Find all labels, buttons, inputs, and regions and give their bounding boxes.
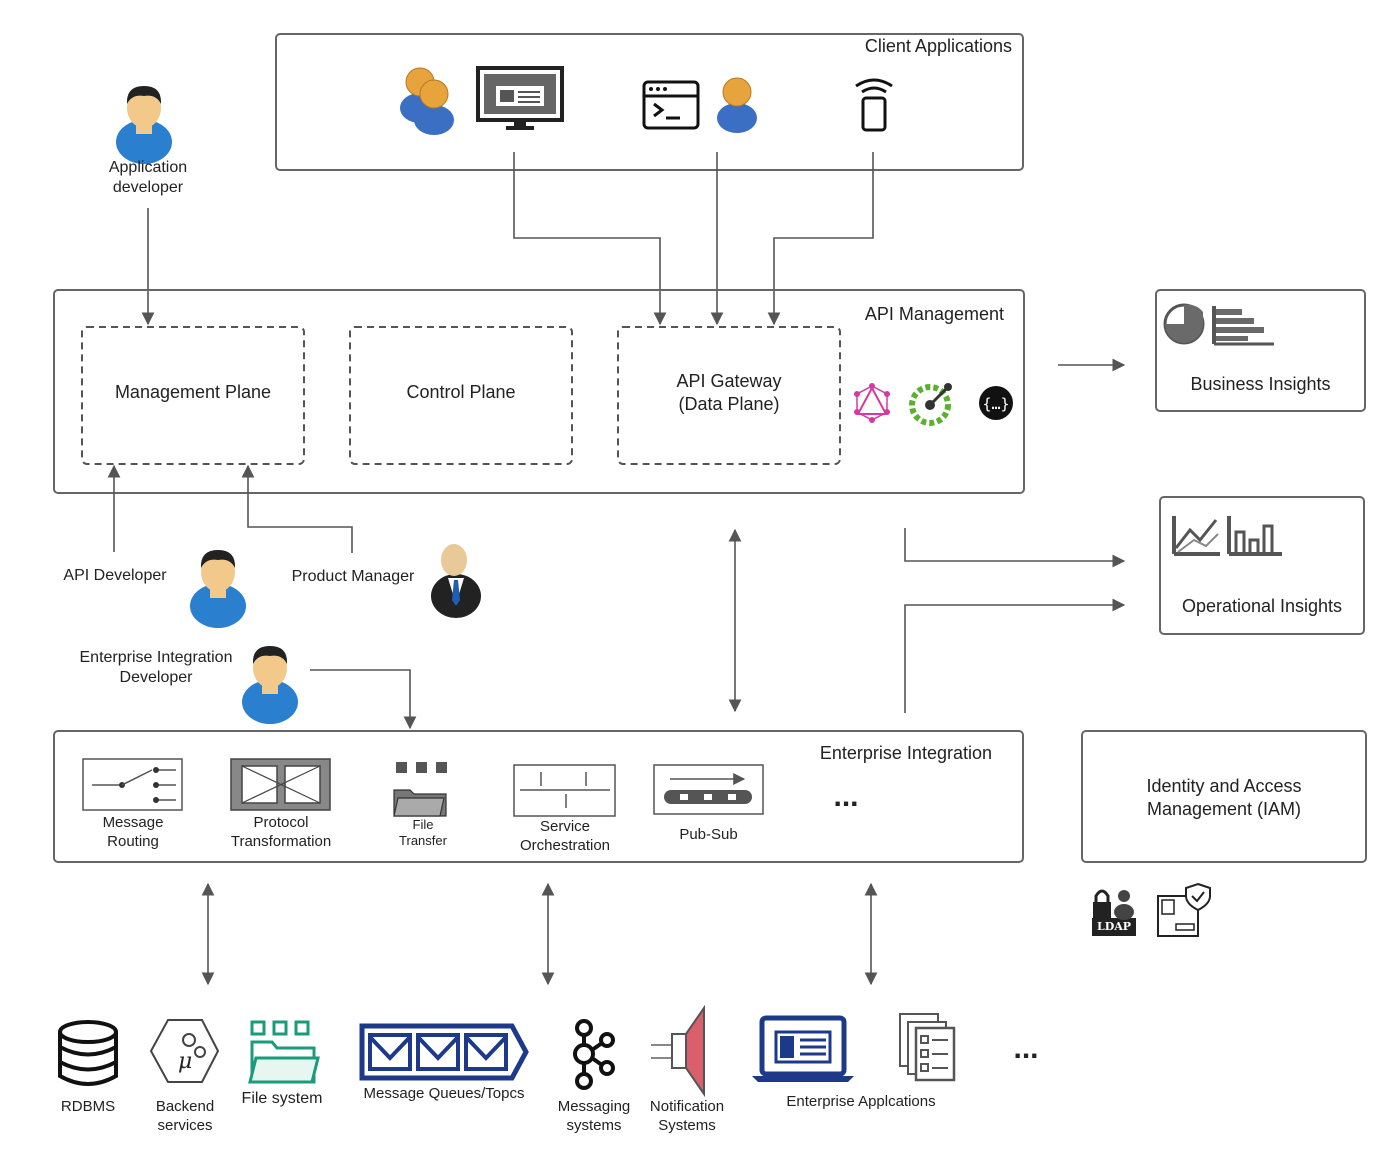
ldap-badge-text: LDAP: [1096, 920, 1132, 933]
operational-insights-label: Operational Insights: [1181, 596, 1343, 616]
api-gateway-box: [617, 326, 841, 465]
ei-to-operational-insights-arrow: [904, 598, 1126, 713]
rdbms-label: RDBMS: [60, 1098, 116, 1115]
notification-systems-line2: Systems: [658, 1116, 716, 1134]
api-developer-label: API Developer: [63, 567, 167, 584]
notification-systems-label: Notification Systems: [638, 1098, 736, 1136]
message-routing-line1: Message: [102, 814, 164, 831]
iam-line2: Management (IAM): [1146, 798, 1302, 819]
file-transfer-line1: File: [412, 817, 434, 832]
protocol-transformation-icon: [230, 758, 331, 811]
iam-label: Identity and Access Management (IAM): [1082, 775, 1366, 820]
client-applications-box: [275, 33, 1024, 171]
product-manager-arrow: [241, 464, 353, 553]
protocol-transformation-label: Protocol Transformation: [216, 814, 346, 852]
message-routing-icon: [82, 758, 183, 811]
client-to-gateway-connectors: [513, 152, 874, 326]
enterprise-app-documents-icon: [899, 1013, 956, 1082]
file-system-folder-icon: [248, 1020, 320, 1084]
enterprise-integration-title: Enterprise Integration: [819, 743, 992, 763]
control-plane-box: [349, 326, 573, 465]
column-chart-icon: [1227, 516, 1282, 556]
json-api-icon: {…}: [979, 386, 1013, 420]
client-applications-title: Client Applications: [864, 36, 1012, 56]
api-gateway-line2: (Data Plane): [678, 393, 780, 414]
api-management-title: API Management: [864, 304, 1004, 324]
enterprise-integration-box: [53, 730, 1024, 863]
database-icon: [58, 1020, 118, 1086]
backends-more-ellipsis: ...: [1013, 1032, 1039, 1065]
api-to-operational-insights-arrow: [904, 528, 1126, 568]
api-developer-icon: [190, 550, 246, 628]
operational-insights-box: [1159, 496, 1365, 635]
service-orchestration-line2: Orchestration: [519, 836, 611, 854]
api-management-box: [53, 289, 1025, 494]
management-plane-box: [81, 326, 305, 465]
file-transfer-icon: [393, 762, 447, 817]
ldap-icon: [1092, 889, 1136, 936]
product-manager-label: Product Manager: [291, 568, 415, 585]
message-queues-label: Message Queues/Topcs: [363, 1085, 525, 1102]
enterprise-app-laptop-icon: [752, 1015, 854, 1082]
file-system-label: File system: [241, 1090, 323, 1107]
iam-line1: Identity and Access: [1146, 776, 1302, 796]
graphql-icon: [854, 383, 890, 423]
secure-server-shield-icon: [1157, 882, 1211, 937]
application-developer-icon: [116, 86, 172, 164]
kafka-messaging-icon: [573, 1019, 615, 1090]
pie-chart-icon: [1163, 303, 1205, 345]
line-chart-icon: [1172, 516, 1220, 556]
file-transfer-label: File Transfer: [382, 817, 464, 850]
message-queue-icon: [359, 1023, 529, 1081]
grpc-icon: [909, 383, 952, 426]
business-insights-box: [1155, 289, 1366, 412]
svg-text:{…}: {…}: [982, 395, 1009, 413]
terminal-cli-icon: [642, 80, 700, 130]
backend-services-label: Backend services: [134, 1098, 236, 1136]
messaging-systems-line1: Messaging: [557, 1098, 631, 1115]
file-transfer-line2: Transfer: [399, 833, 447, 849]
application-developer-label: Application developer: [78, 158, 218, 198]
management-plane-label: Management Plane: [114, 382, 272, 402]
protocol-transformation-line2: Transformation: [230, 832, 332, 850]
end-user-icon: [716, 77, 758, 134]
ei-developer-arrow: [310, 669, 417, 730]
message-routing-label: Message Routing: [72, 814, 194, 852]
ei-developer-label: Enterprise Integration Developer: [56, 648, 256, 688]
backend-services-line1: Backend: [155, 1098, 215, 1115]
bar-chart-horizontal-icon: [1212, 306, 1274, 346]
ei-developer-line1: Enterprise Integration: [79, 649, 233, 666]
messaging-systems-label: Messaging systems: [546, 1098, 642, 1136]
service-orchestration-icon: [513, 764, 616, 817]
messaging-systems-line2: systems: [566, 1116, 622, 1134]
svg-text:μ: μ: [178, 1049, 192, 1074]
application-developer-line2: developer: [112, 179, 184, 196]
product-manager-icon: [431, 544, 481, 618]
ei-developer-line2: Developer: [119, 669, 193, 686]
ei-more-ellipsis: ...: [833, 780, 859, 813]
users-group-icon: [399, 67, 455, 136]
notification-systems-line1: Notification: [649, 1098, 725, 1115]
control-plane-label: Control Plane: [406, 382, 516, 402]
microservice-hexagon-icon: μ: [149, 1019, 220, 1083]
backend-services-line2: services: [157, 1116, 213, 1134]
application-developer-line1: Application: [108, 159, 188, 176]
notification-megaphone-icon: [651, 1004, 705, 1098]
enterprise-applications-label: Enterprise Applcations: [786, 1093, 936, 1110]
api-gateway-label: API Gateway (Data Plane): [618, 370, 840, 415]
mobile-device-icon: [855, 78, 893, 132]
service-orchestration-label: Service Orchestration: [500, 818, 630, 856]
api-gateway-line1: API Gateway: [676, 371, 782, 391]
protocol-transformation-line1: Protocol: [253, 814, 309, 831]
web-app-monitor-icon: [476, 66, 564, 130]
iam-box: [1081, 730, 1367, 863]
service-orchestration-line1: Service: [539, 818, 591, 835]
pub-sub-icon: [653, 764, 764, 815]
message-routing-line2: Routing: [107, 832, 159, 850]
pub-sub-label: Pub-Sub: [679, 826, 738, 843]
business-insights-label: Business Insights: [1190, 374, 1331, 394]
